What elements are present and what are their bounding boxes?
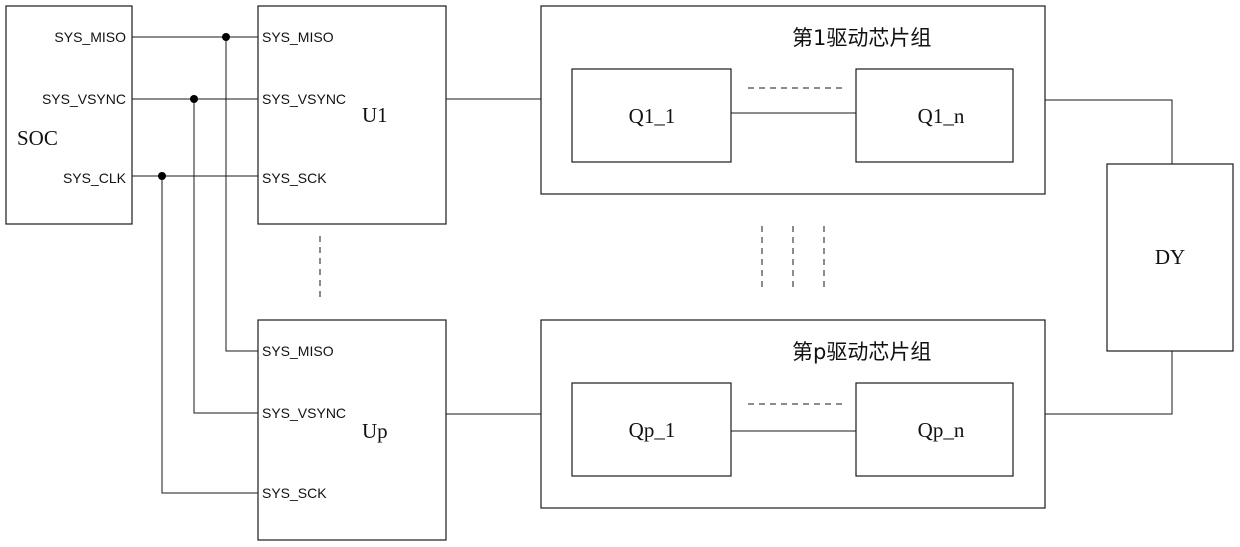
- soc-block: SOC SYS_MISO SYS_VSYNC SYS_CLK: [6, 6, 132, 224]
- u1-block: U1 SYS_MISO SYS_VSYNC SYS_SCK: [258, 6, 446, 224]
- dy-block: DY: [1107, 164, 1233, 351]
- chip-qp-n-label: Qp_n: [918, 418, 965, 442]
- u1-pin-sck: SYS_SCK: [262, 170, 327, 186]
- chip-q1-n-label: Q1_n: [918, 104, 965, 128]
- u1-pin-miso: SYS_MISO: [262, 29, 334, 45]
- soc-pin-miso: SYS_MISO: [54, 29, 126, 45]
- dy-label: DY: [1155, 245, 1185, 269]
- soc-pin-vsync: SYS_VSYNC: [42, 91, 126, 107]
- up-block: Up SYS_MISO SYS_VSYNC SYS_SCK: [258, 320, 446, 540]
- soc-pin-clk: SYS_CLK: [63, 170, 127, 186]
- chip-q1-1-label: Q1_1: [629, 104, 676, 128]
- up-label: Up: [362, 419, 388, 443]
- group1-title: 第1驱动芯片组: [792, 26, 931, 50]
- soc-label: SOC: [17, 126, 58, 150]
- driver-group-1: 第1驱动芯片组 Q1_1 Q1_n: [541, 6, 1045, 194]
- junction-miso: [222, 33, 230, 41]
- up-pin-sck: SYS_SCK: [262, 485, 327, 501]
- groupp-title: 第p驱动芯片组: [792, 340, 931, 364]
- junction-clk: [158, 172, 166, 180]
- ellipsis-driver-groups: [762, 226, 824, 290]
- wire-miso-up: [226, 37, 258, 351]
- driver-group-p: 第p驱动芯片组 Qp_1 Qp_n: [541, 320, 1045, 508]
- u1-label: U1: [362, 103, 388, 127]
- wire-clk-up: [162, 176, 258, 493]
- bus-wires: [132, 33, 258, 493]
- junction-vsync: [190, 95, 198, 103]
- wire-groupp-dy: [1045, 351, 1172, 414]
- up-pin-miso: SYS_MISO: [262, 343, 334, 359]
- u1-pin-vsync: SYS_VSYNC: [262, 91, 346, 107]
- up-pin-vsync: SYS_VSYNC: [262, 405, 346, 421]
- wire-group1-dy: [1045, 100, 1172, 164]
- chip-qp-1-label: Qp_1: [629, 418, 676, 442]
